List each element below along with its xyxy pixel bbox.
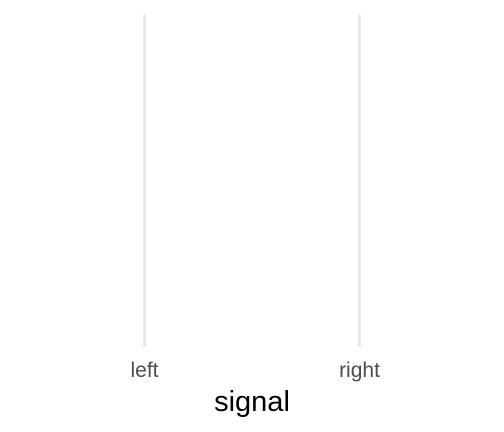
x-tick-label-right: right xyxy=(339,359,380,382)
x-tick-labels: left right xyxy=(130,359,380,382)
gridlines xyxy=(143,14,361,347)
x-tick-label-left: left xyxy=(130,359,158,382)
x-axis-title: signal xyxy=(214,386,290,418)
